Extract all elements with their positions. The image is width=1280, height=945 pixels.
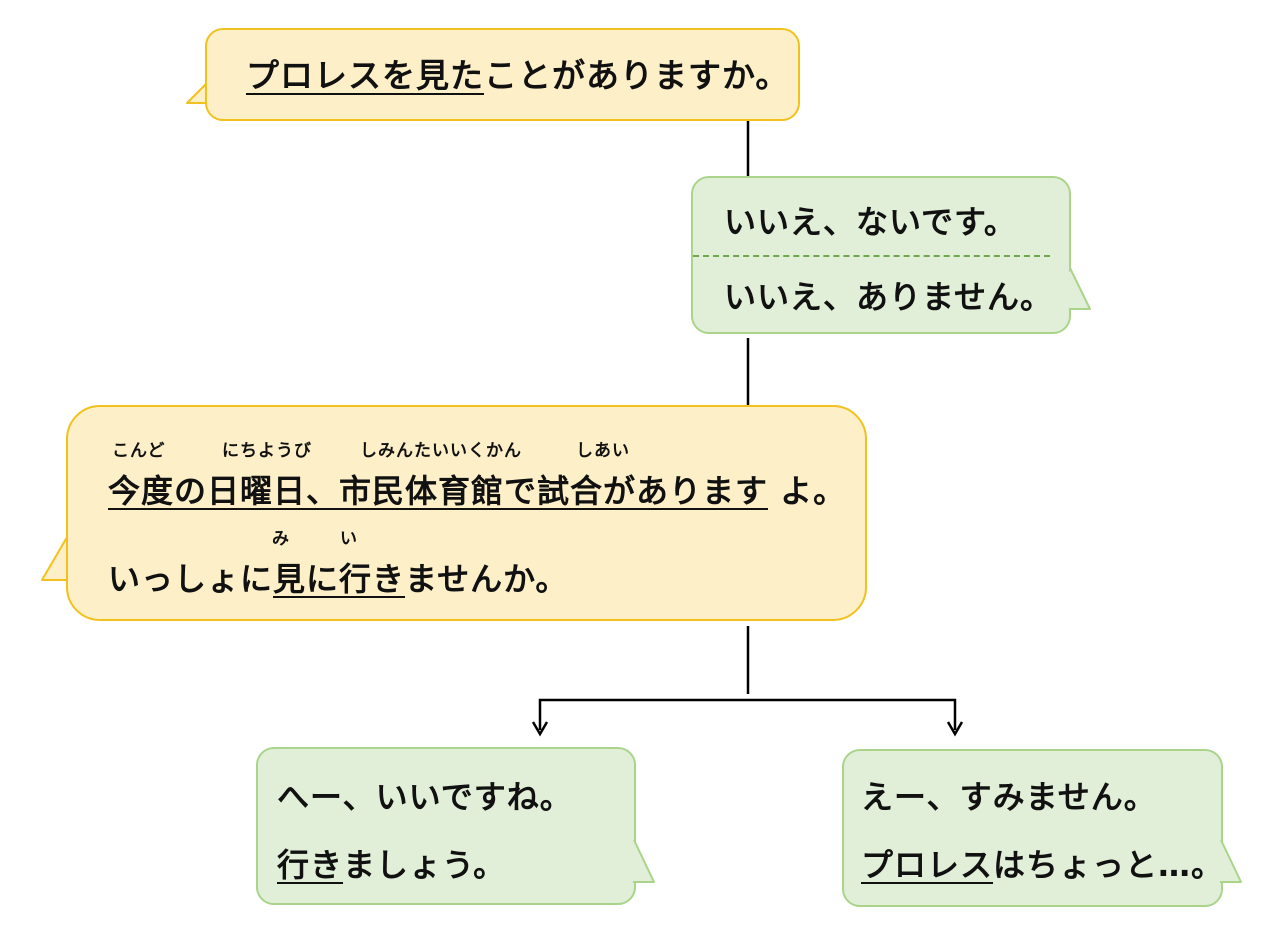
answer-2-right-underlined: プロレス bbox=[861, 846, 994, 884]
answer-bubble-2-right bbox=[842, 749, 1223, 907]
branch-bar bbox=[538, 698, 957, 730]
question-2-line-2: いっしょに見に行きませんか。 bbox=[108, 559, 568, 599]
question-bubble-1 bbox=[205, 28, 800, 121]
answer-1-divider bbox=[693, 255, 1050, 257]
answer-1-line-1: いいえ、ないです。 bbox=[724, 203, 1017, 241]
question-2-line-1-rest: よ。 bbox=[780, 472, 847, 510]
question-1-rest: ことがありますか。 bbox=[484, 56, 790, 95]
furigana-nichiyoubi: にちようび bbox=[222, 441, 312, 461]
furigana-shimintaiikukan: しみんたいいくかん bbox=[360, 441, 522, 461]
question-1-text: プロレスを見たことがありますか。 bbox=[246, 56, 789, 96]
arrow-left-head bbox=[531, 721, 549, 737]
arrow-right-head bbox=[946, 721, 964, 737]
question-2-line-2-rest: ませんか。 bbox=[405, 560, 569, 598]
question-2-line-1: 今度の日曜日、市民体育館で試合があります よ。 bbox=[108, 471, 846, 511]
question-bubble-2 bbox=[66, 405, 867, 621]
answer-2-right-rest: はちょっと…。 bbox=[993, 846, 1225, 884]
furigana-i: い bbox=[340, 529, 358, 549]
answer-1-line-2: いいえ、ありません。 bbox=[724, 278, 1054, 316]
furigana-mi: み bbox=[272, 529, 290, 549]
answer-2-left-underlined: 行き bbox=[277, 846, 344, 884]
answer-2-right-line-2: プロレスはちょっと…。 bbox=[861, 845, 1224, 885]
question-2-line-2-underlined: 見に行き bbox=[273, 560, 406, 598]
question-1-underlined: プロレスを見た bbox=[246, 56, 484, 95]
question-2-line-1-underlined: 今度の日曜日、市民体育館で試合があります bbox=[108, 472, 769, 510]
answer-2-left-line-1: へー、いいですね。 bbox=[277, 778, 573, 816]
answer-2-right-line-1: えー、すみません。 bbox=[861, 778, 1157, 816]
question-2-line-2-pre: いっしょに bbox=[108, 560, 274, 598]
answer-bubble-2-left bbox=[256, 747, 636, 905]
answer-2-left-line-2: 行きましょう。 bbox=[277, 845, 506, 885]
furigana-kondo: こんど bbox=[112, 441, 166, 461]
answer-2-left-rest: ましょう。 bbox=[343, 846, 507, 884]
furigana-shiai: しあい bbox=[576, 441, 630, 461]
